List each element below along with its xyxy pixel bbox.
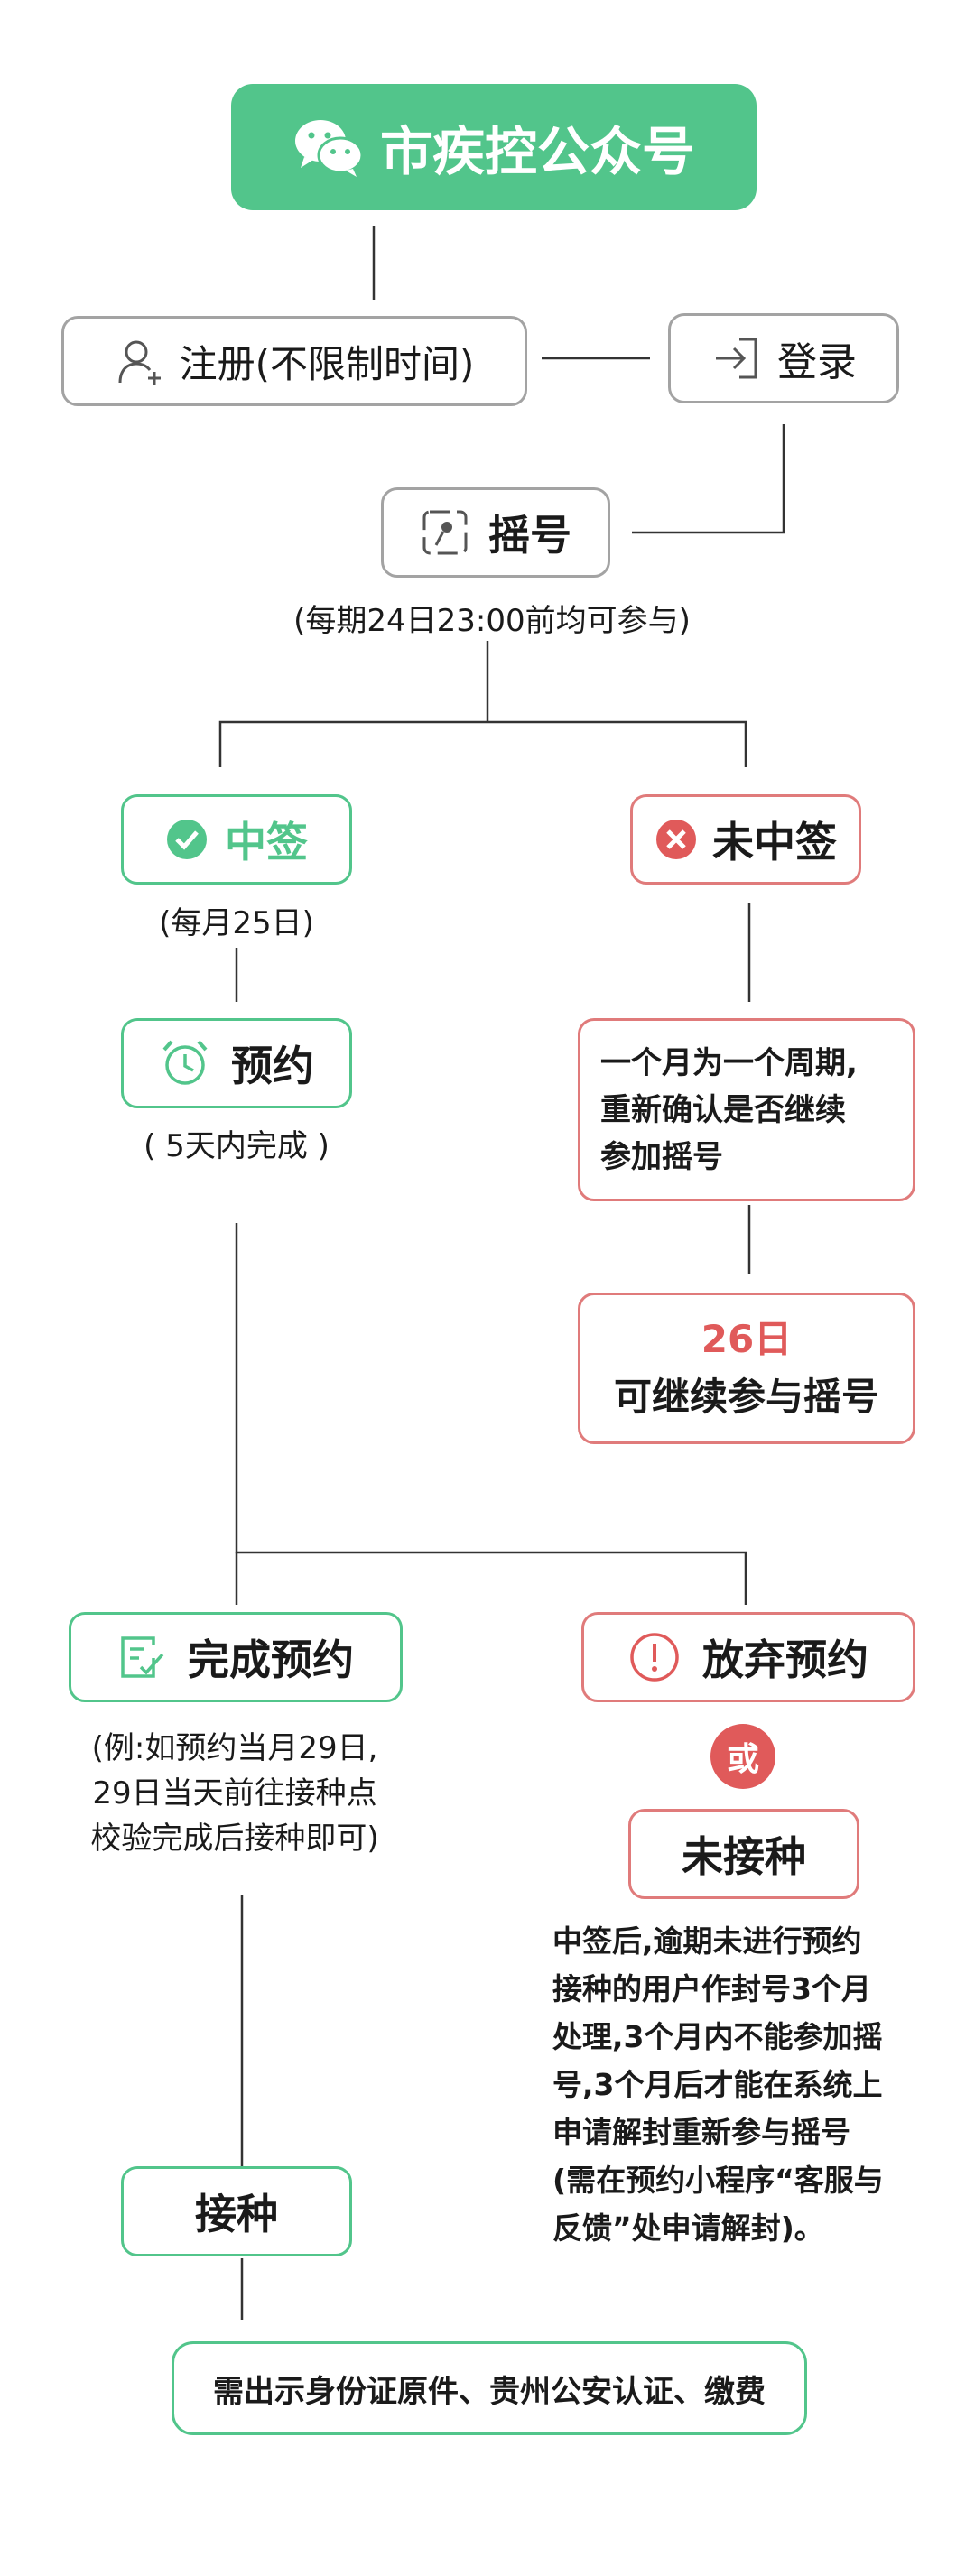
lottery-note: (每期24日23:00前均可参与): [293, 603, 691, 639]
exclamation-circle-icon: [630, 1633, 679, 1682]
win-note: (每月25日): [159, 905, 314, 941]
complete-box: 完成预约: [69, 1612, 403, 1702]
login-icon: [716, 338, 757, 379]
complete-note-line-2: 29日当天前往接种点: [92, 1775, 377, 1812]
final-box: 需出示身份证原件、贵州公安认证、缴费: [172, 2341, 807, 2435]
cycle-line-1: 一个月为一个周期,: [600, 1044, 858, 1081]
penalty-line-3: 处理,3个月内不能参加摇: [552, 2019, 883, 2054]
continue-day: 26日: [701, 1317, 793, 1361]
continue-box: 26日 可继续参与摇号: [578, 1293, 915, 1444]
complete-note: (例:如预约当月29日, 29日当天前往接种点 校验完成后接种即可): [36, 1726, 433, 1861]
cycle-line-2: 重新确认是否继续: [600, 1091, 846, 1128]
user-add-icon: [118, 340, 161, 385]
vaccinate-box: 接种: [121, 2166, 352, 2256]
login-box: 登录: [668, 313, 899, 403]
lose-box: 未中签: [630, 794, 861, 885]
register-box: 注册(不限制时间): [61, 316, 527, 406]
penalty-line-4: 号,3个月后才能在系统上: [552, 2067, 883, 2102]
cycle-line-3: 参加摇号: [600, 1138, 723, 1175]
lottery-label: 摇号: [488, 511, 571, 560]
not-vaccinated-label: 未接种: [682, 1832, 806, 1881]
complete-label: 完成预约: [188, 1635, 354, 1684]
complete-note-line-3: 校验完成后接种即可): [90, 1821, 379, 1857]
vaccinate-label: 接种: [195, 2190, 278, 2238]
lottery-box: 摇号: [381, 487, 610, 578]
penalty-line-6: (需在预约小程序“客服与: [552, 2163, 884, 2198]
register-label: 注册(不限制时间): [179, 341, 475, 386]
penalty-line-5: 申请解封重新参与摇号: [552, 2115, 850, 2150]
appointment-note: ( 5天内完成 ): [144, 1128, 330, 1164]
final-label: 需出示身份证原件、贵州公安认证、缴费: [213, 2373, 766, 2410]
header-box: 市疾控公众号: [231, 84, 757, 210]
lose-label: 未中签: [712, 818, 837, 866]
login-label: 登录: [777, 339, 857, 385]
win-label: 中签: [225, 818, 308, 866]
not-vaccinated-box: 未接种: [628, 1809, 859, 1899]
close-circle-icon: [656, 820, 696, 859]
win-box: 中签: [121, 794, 352, 885]
appointment-label: 预约: [231, 1042, 314, 1090]
wechat-icon: [294, 120, 364, 177]
abandon-label: 放弃预约: [702, 1635, 868, 1684]
lottery-icon: [422, 510, 468, 555]
cycle-box: 一个月为一个周期, 重新确认是否继续 参加摇号: [578, 1018, 915, 1201]
penalty-line-7: 反馈”处申请解封)。: [552, 2210, 824, 2246]
complete-note-line-1: (例:如预约当月29日,: [91, 1730, 378, 1766]
penalty-line-1: 中签后,逾期未进行预约: [552, 1923, 862, 1959]
alarm-clock-icon: [162, 1040, 208, 1085]
penalty-line-2: 接种的用户作封号3个月: [552, 1971, 871, 2006]
continue-label: 可继续参与摇号: [613, 1375, 879, 1419]
penalty-text: 中签后,逾期未进行预约 接种的用户作封号3个月 处理,3个月内不能参加摇 号,3…: [552, 1917, 950, 2252]
header-title: 市疾控公众号: [379, 121, 694, 182]
or-label: 或: [726, 1741, 759, 1778]
abandon-box: 放弃预约: [581, 1612, 915, 1702]
check-circle-icon: [167, 820, 207, 859]
appointment-box: 预约: [121, 1018, 352, 1108]
checklist-icon: [121, 1636, 164, 1678]
or-badge: 或: [710, 1724, 775, 1789]
